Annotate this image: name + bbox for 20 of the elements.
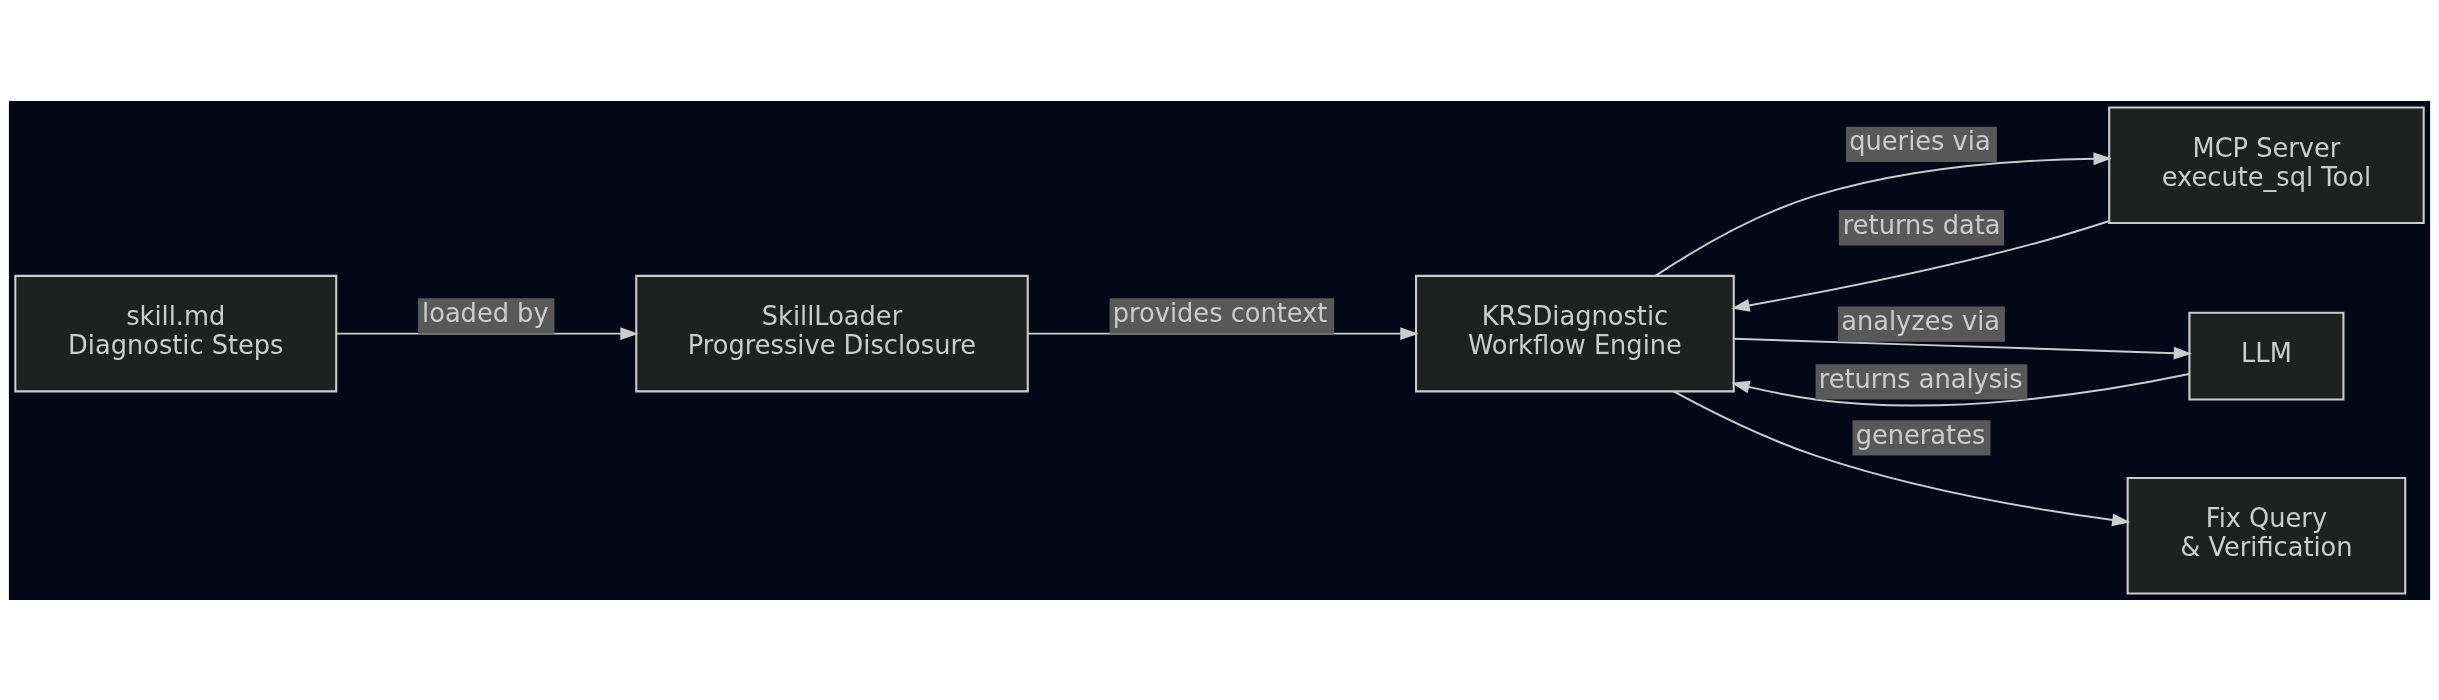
node-box: Fix Query & Verification (2126, 476, 2407, 595)
arrow (1027, 326, 1419, 340)
node-box: LLM (2188, 311, 2345, 400)
edge-label: analyzes via (1841, 305, 2001, 336)
arrow (1733, 337, 2193, 360)
edge-label: generates (1855, 419, 1986, 450)
node-box: SkillLoader Progressive Disclosure (635, 274, 1029, 392)
node-box: skill.md Diagnostic Steps (14, 274, 338, 392)
edge-label: returns analysis (1818, 363, 2023, 394)
edge-label: provides context (1112, 297, 1328, 328)
arrow (1731, 219, 2110, 312)
node-box: MCP Server execute_sql Tool (2108, 105, 2425, 224)
arrow (1731, 372, 2191, 407)
edge-label: loaded by (422, 297, 549, 328)
node-box: KRSDiagnostic Workflow Engine (1415, 274, 1735, 392)
arrow (1672, 390, 2131, 526)
arrow (1654, 151, 2112, 277)
edge-label: queries via (1849, 125, 1991, 156)
edge-label: returns data (1842, 209, 2001, 240)
arrow (335, 326, 639, 340)
